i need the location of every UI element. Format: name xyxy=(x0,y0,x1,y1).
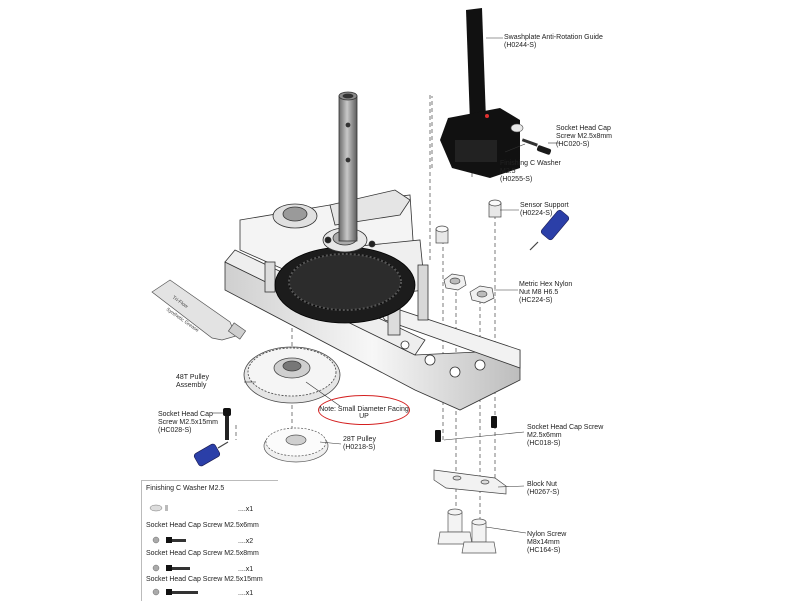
block-nut-label: Block Nut xyxy=(527,481,557,488)
screw-6mm-label-1: Socket Head Cap Screw xyxy=(527,424,604,431)
legend-item-screw-8mm: Socket Head Cap Screw M2.5x8mm xyxy=(146,550,259,557)
washer-label-2: M2.5 xyxy=(500,168,516,175)
hex-nut-part xyxy=(443,273,495,304)
screw-15mm-label-2: Screw M2.5x15mm xyxy=(158,419,218,426)
hex-nut-label-1: Metric Hex Nylon xyxy=(519,281,573,288)
pulley-28t-label: 28T Pulley xyxy=(343,436,376,443)
pulley-28t-part xyxy=(263,427,329,463)
pulley-48t-label-2: Assembly xyxy=(176,382,207,389)
legend-qty-washer: ....x1 xyxy=(238,506,254,513)
screw-8mm-top-part xyxy=(510,123,552,155)
legend-item-screw-6mm: Socket Head Cap Screw M2.5x6mm xyxy=(146,522,259,529)
nylon-screw-label-1: Nylon Screw xyxy=(527,531,567,538)
main-gear xyxy=(274,246,416,324)
hex-nut-label-2: Nut M8 H6.5 xyxy=(519,289,559,296)
washer-code: (H0255-S) xyxy=(500,176,533,183)
note-callout: Note: Small Diameter Facing UP xyxy=(318,395,410,425)
legend-qty-screw-6mm: ....x2 xyxy=(238,538,254,545)
anti-rotation-guide-part xyxy=(440,8,520,178)
legend-icons xyxy=(149,504,198,596)
legend-item-washer: Finishing C Washer M2.5 xyxy=(146,485,225,492)
screw-15mm-part xyxy=(223,408,231,440)
screw-6mm-label-2: M2.5x6mm xyxy=(527,432,562,439)
hex-nut-code: (HC224-S) xyxy=(519,297,553,304)
screw-6mm-code: (HC018-S) xyxy=(527,440,561,447)
washer-label-1: Finishing C Washer xyxy=(500,160,561,167)
sensor-support-part xyxy=(435,199,502,244)
main-shaft xyxy=(338,91,358,242)
grease-tube-part xyxy=(151,279,247,341)
legend-qty-screw-15mm: ....x1 xyxy=(238,590,254,597)
nylon-screw-label-2: M8x14mm xyxy=(527,539,560,546)
screw-8mm-top-label-2: Screw M2.5x8mm xyxy=(556,133,613,140)
screw-8mm-top-label-1: Socket Head Cap xyxy=(556,125,611,132)
screw-15mm-code: (HC028-S) xyxy=(158,427,192,434)
block-nut-code: (H0267-S) xyxy=(527,489,560,496)
threadlock-bottle-left xyxy=(193,441,229,467)
block-nut-part xyxy=(433,469,507,495)
sensor-support-label: Sensor Support xyxy=(520,202,569,209)
nylon-screw-code: (HC164-S) xyxy=(527,547,561,554)
nylon-screw-part xyxy=(437,508,497,554)
legend-qty-screw-8mm: ....x1 xyxy=(238,566,254,573)
screw-15mm-label-1: Socket Head Cap xyxy=(158,411,213,418)
guide-label: Swashplate Anti-Rotation Guide xyxy=(504,34,603,41)
guide-code: (H0244-S) xyxy=(504,42,537,49)
legend-item-screw-15mm: Socket Head Cap Screw M2.5x15mm xyxy=(146,576,263,583)
screw-6mm-part xyxy=(435,416,497,442)
threadlock-bottle-right xyxy=(529,209,570,251)
sensor-support-code: (H0224-S) xyxy=(520,210,553,217)
pulley-48t-part xyxy=(243,346,341,404)
pulley-48t-label-1: 48T Pulley xyxy=(176,374,209,381)
note-text: Note: Small Diameter Facing UP xyxy=(319,406,409,420)
screw-8mm-top-code: (HC020-S) xyxy=(556,141,590,148)
parts-legend: Finishing C Washer M2.5 ....x1 Socket He… xyxy=(141,480,278,601)
pulley-28t-code: (H0218-S) xyxy=(343,444,376,451)
